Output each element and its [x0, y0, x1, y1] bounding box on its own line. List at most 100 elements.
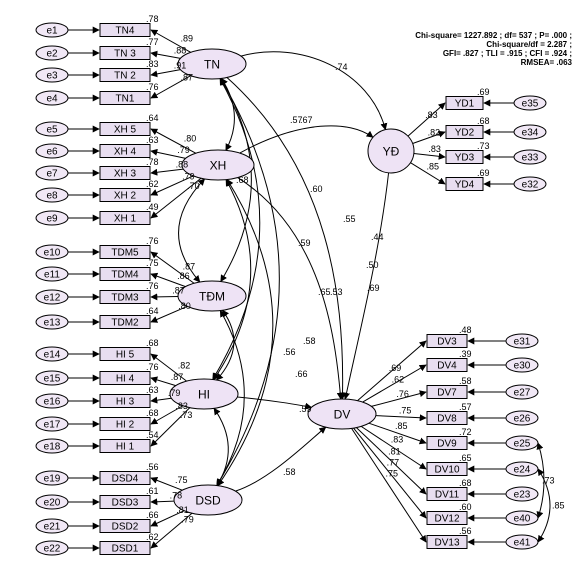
- indicator-label-tn1: TN1: [116, 94, 135, 105]
- loading-label-xh-2: .79: [182, 172, 195, 182]
- structural-path-dsd-dv: [235, 426, 327, 492]
- indicator-label-dv10: DV10: [434, 465, 459, 476]
- error-node-e18: [35, 438, 69, 454]
- loading-label-yd2: .82: [428, 127, 441, 137]
- r2-label-dv7: .58: [459, 376, 472, 386]
- error-label-e11: e11: [44, 270, 60, 281]
- error-node-e21: [35, 518, 69, 534]
- error-label-e1: e1: [46, 26, 58, 37]
- r2-label-tn-3: .77: [146, 37, 159, 47]
- indicator-box-hi-1: [99, 439, 151, 453]
- covariance-label-tn-hi: .60: [310, 184, 323, 194]
- loading-label-tn4: .89: [180, 34, 193, 44]
- error-label-e22: e22: [44, 544, 61, 555]
- structural-path-xh-dv: [237, 177, 344, 400]
- error-node-e6: [35, 143, 69, 159]
- r2-label-hi-3: .63: [146, 385, 159, 395]
- indicator-box-hi-3: [99, 394, 151, 408]
- error-node-e12: [35, 289, 69, 305]
- loading-arrow-hi-4: [150, 376, 176, 387]
- indicator-label-hi-5: HI 5: [116, 350, 135, 361]
- error-node-e11: [35, 266, 69, 282]
- r2-label-yd4: .69: [477, 168, 490, 178]
- indicator-box-tdm3: [99, 290, 151, 304]
- indicator-label-dv9: DV9: [437, 439, 457, 450]
- indicator-label-dv3: DV3: [437, 337, 457, 348]
- error-node-e33: [513, 149, 547, 165]
- error-node-e32: [513, 176, 547, 192]
- indicator-box-dv13: [426, 535, 468, 549]
- loading-arrow-dv8: [375, 414, 427, 422]
- indicator-label-yd3: YD3: [455, 153, 475, 164]
- error-node-e20: [35, 494, 69, 510]
- loading-arrow-xh-2: [150, 175, 194, 196]
- latent-label-hi: HI: [198, 388, 210, 402]
- loading-arrow-tn1: [150, 75, 191, 99]
- r2-label-yd1: .69: [477, 87, 490, 97]
- indicator-box-xh-3: [99, 166, 151, 180]
- indicator-label-xh-3: XH 3: [114, 169, 137, 180]
- loading-arrow-xh-4: [150, 148, 186, 159]
- error-node-e17: [35, 416, 69, 432]
- error-node-e7: [35, 165, 69, 181]
- loading-arrow-tdm5: [150, 251, 195, 284]
- indicator-label-dv11: DV11: [435, 490, 460, 501]
- indicator-box-dv10: [426, 462, 468, 476]
- covariance-label-tn-dsd: .53: [330, 287, 343, 297]
- error-label-e9: e9: [46, 214, 58, 225]
- error-label-e41: e41: [514, 538, 531, 549]
- loading-arrow-dsd2: [150, 510, 185, 527]
- loading-arrow-dv4: [362, 364, 427, 403]
- r2-label-dv11: .68: [459, 478, 472, 488]
- covariance-xh-dsd: [217, 178, 274, 487]
- loading-arrow-tn-2: [150, 69, 181, 78]
- error-node-e34: [513, 124, 547, 140]
- loading-label-tdm2: .80: [178, 301, 191, 311]
- error-node-e9: [35, 210, 69, 226]
- fit-stat-line-1: Chi-square= 1227.892 ; df= 537 ; P= .000…: [415, 31, 572, 40]
- error-node-e22: [35, 540, 69, 556]
- error-node-e13: [35, 314, 69, 330]
- error-label-e32: e32: [522, 180, 539, 191]
- covariance-xh-hi: [213, 179, 252, 381]
- error-label-e12: e12: [44, 293, 61, 304]
- loading-arrow-tdm2: [150, 305, 188, 323]
- loading-label-dv11: .81: [388, 446, 401, 456]
- r2-label-hi-1: .54: [146, 430, 159, 440]
- r2-label-tdm2: .64: [146, 306, 159, 316]
- loading-label-yd1: .83: [425, 110, 438, 120]
- r2-label-xh-3: .78: [146, 157, 159, 167]
- structural-label-hi-dv: .59: [299, 404, 312, 414]
- r2-label-xh-5: .64: [146, 113, 159, 123]
- error-node-e16: [35, 393, 69, 409]
- error-node-e5: [35, 121, 69, 137]
- error-label-e34: e34: [522, 128, 539, 139]
- covariance-label-hi-dsd: .66: [295, 369, 308, 379]
- loading-label-dsd3: .78: [170, 490, 183, 500]
- loading-label-dv10: .83: [391, 435, 404, 445]
- indicator-label-dv7: DV7: [437, 388, 457, 399]
- error-label-e14: e14: [44, 350, 61, 361]
- indicator-box-tn1: [99, 91, 151, 105]
- indicator-box-dsd2: [99, 519, 151, 533]
- error-node-e24: [505, 461, 539, 477]
- loading-arrow-dv10: [360, 425, 427, 470]
- r2-label-dv8: .57: [459, 402, 472, 412]
- indicator-label-hi-4: HI 4: [116, 374, 135, 385]
- loading-label-dv3: .69: [389, 363, 402, 373]
- loading-label-hi-5: .82: [178, 361, 191, 371]
- r2-label-dsd1: .62: [146, 532, 159, 542]
- loading-label-xh-3: .88: [176, 159, 189, 169]
- covariance-label-xh-tdm: .59: [298, 238, 311, 248]
- r2-label-dv10: .65: [459, 453, 472, 463]
- indicator-label-yd2: YD2: [455, 128, 475, 139]
- r2-label-xh-4: .63: [146, 135, 159, 145]
- indicator-label-hi-2: HI 2: [116, 420, 135, 431]
- indicator-label-dv12: DV12: [434, 514, 459, 525]
- loading-label-hi-4: .87: [171, 372, 184, 382]
- error-label-e21: e21: [44, 522, 61, 533]
- error-label-e4: e4: [46, 94, 58, 105]
- latent-label-tn: TN: [204, 58, 220, 72]
